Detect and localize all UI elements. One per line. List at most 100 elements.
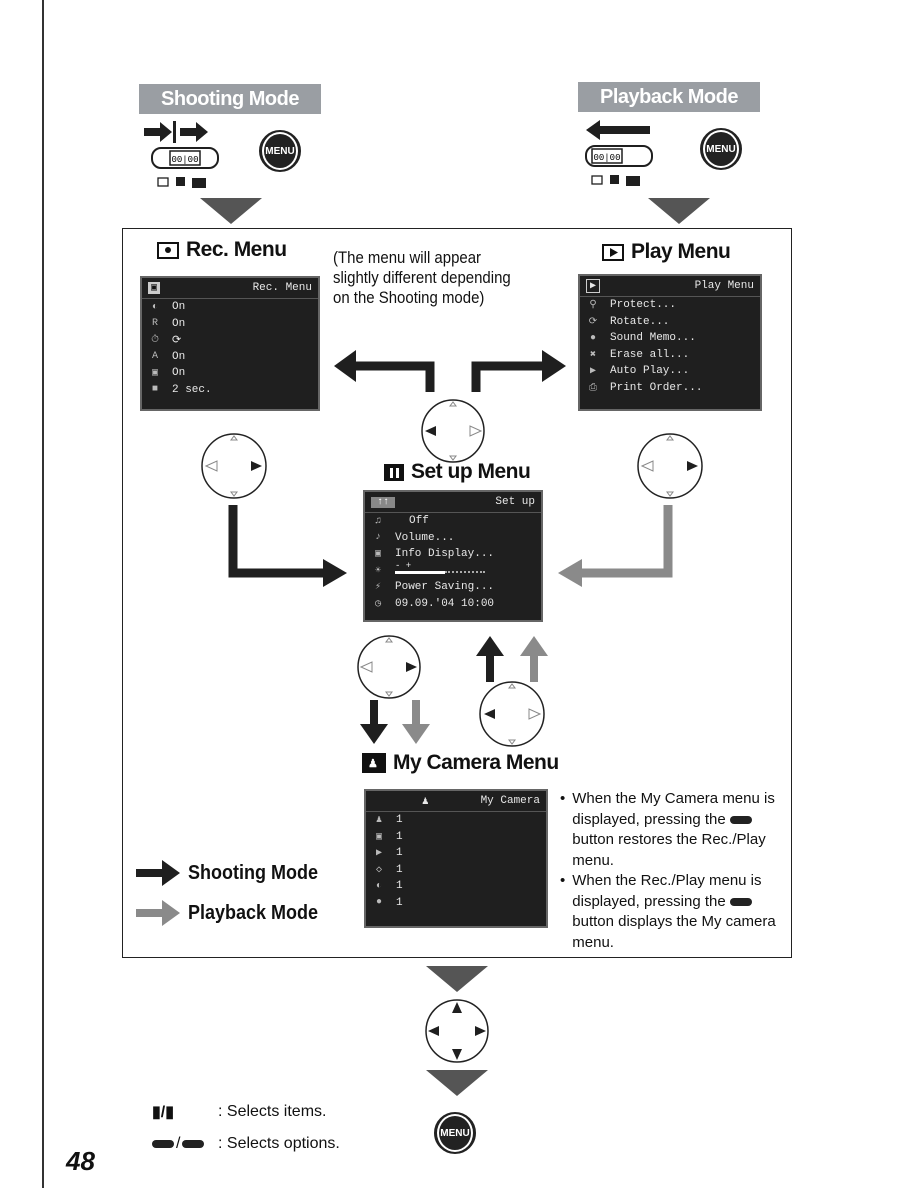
brightness-slider: - + — [395, 561, 485, 576]
up-down-icon: ▮/▮ — [152, 1104, 175, 1121]
my-camera-icon: ♟ — [362, 753, 386, 773]
mycamera-menu-screen: ♟My Camera ♟1 ▣1 ▶1 ◇1 ◐1 ●1 — [364, 789, 548, 928]
note-item: • When the My Camera menu is displayed, … — [560, 790, 775, 869]
review-icon: ▣ — [151, 368, 159, 380]
self-timer-icon: ⏱ — [151, 335, 159, 347]
playback-mode-switch-icon: 00|00 — [585, 120, 653, 186]
list-item: ◇1 — [366, 862, 546, 879]
menu-appearance-note: (The menu will appear slightly different… — [333, 248, 511, 307]
brightness-icon: ☀ — [374, 565, 382, 577]
control-dial-icon — [421, 399, 485, 463]
shooting-to-setup-arrow — [228, 505, 347, 587]
setup-menu-screen: ↑↑Set up ♫Off ♪Volume... ▣Info Display..… — [363, 490, 543, 622]
play-icon — [602, 243, 624, 261]
selftimer-sound-icon: ◐ — [375, 880, 382, 892]
display-icon: ■ — [151, 384, 158, 396]
list-item: ☀ - + — [365, 561, 541, 580]
stitch-icon: ◐ — [151, 301, 158, 313]
timer-value-icon: ⟳ — [172, 335, 182, 348]
list-item: ⏱⟳ — [142, 332, 318, 349]
setup-icon — [384, 463, 404, 481]
shooting-mode-switch-icon: 00|00 — [144, 121, 219, 188]
screen-header: My Camera — [480, 795, 540, 807]
list-item: ▣On — [142, 365, 318, 382]
legend-shooting: Shooting Mode — [136, 858, 332, 888]
screen-header: Set up — [495, 496, 535, 508]
dark-arrow-icon — [136, 860, 180, 886]
info-display-icon: ▣ — [374, 549, 382, 561]
up-arrows-icon — [476, 636, 548, 682]
rotate-icon: ⟳ — [588, 316, 598, 328]
shutter-sound-icon: ● — [375, 897, 382, 909]
down-triangle-icon — [426, 966, 488, 992]
shooting-mode-label: Shooting Mode — [139, 84, 321, 114]
list-item: ◷09.09.'04 10:00 — [365, 596, 541, 613]
list-item: ▶1 — [366, 845, 546, 862]
auto-play-icon: ▶ — [589, 366, 597, 378]
selects-options-legend: / : Selects options. — [152, 1135, 340, 1153]
note-item: • When the Rec./Play menu is displayed, … — [560, 872, 776, 951]
left-right-icon: / — [152, 1135, 208, 1153]
date-time-icon: ◷ — [374, 598, 382, 610]
list-item: ▣Info Display... — [365, 546, 541, 563]
svg-text:00|00: 00|00 — [171, 155, 198, 165]
microphone-icon: ● — [589, 332, 596, 344]
control-dial-left-icon — [479, 681, 545, 747]
print-icon: ⎙ — [589, 382, 597, 394]
down-triangle-icon — [426, 1070, 488, 1096]
control-dial-right-icon — [357, 635, 421, 699]
screen-header: Rec. Menu — [252, 282, 312, 294]
screen-header: Play Menu — [694, 280, 754, 292]
list-item: ✖Erase all... — [580, 347, 760, 364]
down-triangle-icon — [648, 198, 710, 224]
right-button-icon — [729, 815, 752, 824]
list-item: ●Sound Memo... — [580, 330, 760, 347]
play-menu-title: Play Menu — [602, 240, 731, 264]
selects-items-legend: ▮/▮ : Selects items. — [152, 1103, 327, 1121]
menu-button-icon: MENU — [259, 130, 301, 172]
list-item: ▶Auto Play... — [580, 363, 760, 380]
playback-to-setup-arrow — [558, 505, 673, 587]
list-item: ♟1 — [366, 812, 546, 829]
svg-text:00|00: 00|00 — [593, 153, 620, 163]
mute-icon: ♫ — [374, 515, 381, 527]
list-item: ◐On — [142, 299, 318, 316]
protect-icon: ⚲ — [589, 300, 597, 312]
menu-button-icon: MENU — [700, 128, 742, 170]
list-item: ⎙Print Order... — [580, 380, 760, 397]
volume-icon: ♪ — [374, 532, 381, 544]
mycamera-menu-title: ♟ My Camera Menu — [362, 751, 559, 775]
start-image-icon: ▣ — [375, 831, 383, 843]
start-sound-icon: ▶ — [375, 848, 383, 860]
playback-mode-label: Playback Mode — [578, 82, 760, 112]
operation-sound-icon: ◇ — [375, 864, 383, 876]
play-menu-screen: ▶ Play Menu ⚲Protect... ⟳Rotate... ●Sound… — [578, 274, 762, 411]
list-item: ■2 sec. — [142, 382, 318, 399]
my-camera-tab-icon: ♟ — [422, 796, 429, 808]
menu-diagram-frame — [122, 228, 792, 958]
power-saving-icon: ⚡ — [374, 582, 382, 594]
theme-icon: ♟ — [375, 815, 383, 827]
control-dial-icon — [425, 999, 489, 1063]
notes-list: • When the My Camera menu is displayed, … — [560, 789, 785, 953]
list-item: ⚲Protect... — [580, 297, 760, 314]
gray-arrow-icon — [136, 900, 180, 926]
list-item: ⚡Power Saving... — [365, 579, 541, 596]
control-dial-right-icon — [201, 433, 267, 499]
left-button-icon — [729, 897, 752, 906]
setup-tab-icon: ↑↑ — [371, 496, 396, 508]
erase-icon: ✖ — [589, 349, 597, 361]
page-margin-rule — [42, 0, 44, 1188]
camera-tab-icon: ▣ — [148, 282, 161, 294]
down-triangle-icon — [200, 198, 262, 224]
menu-switch-arrows — [334, 350, 566, 392]
list-item: ⟳Rotate... — [580, 314, 760, 331]
control-dial-right-icon — [637, 433, 703, 499]
list-item: ◐1 — [366, 878, 546, 895]
list-item: ♪Volume... — [365, 530, 541, 547]
raw-icon: R — [151, 318, 158, 330]
list-item: ●1 — [366, 895, 546, 912]
camera-icon — [157, 241, 179, 259]
